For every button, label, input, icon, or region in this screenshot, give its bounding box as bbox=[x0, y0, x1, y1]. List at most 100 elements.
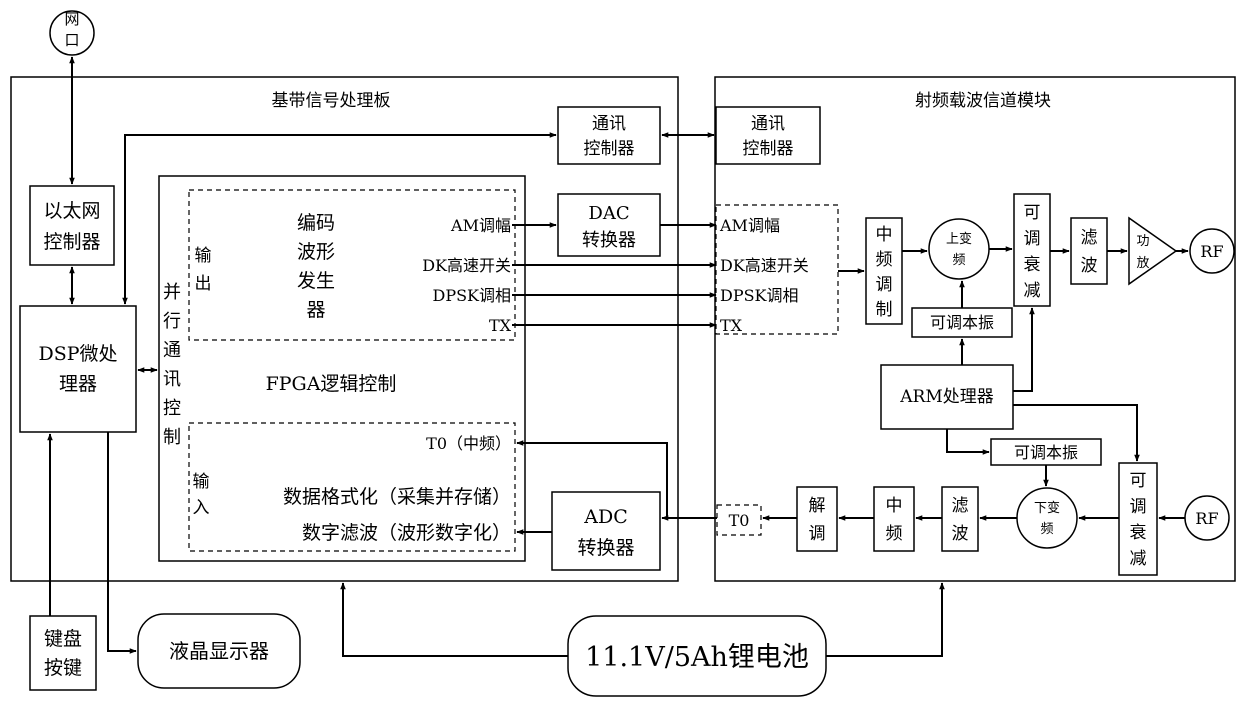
rf-signal-tx-label: TX bbox=[720, 316, 743, 335]
t0-rf-label: T0 bbox=[729, 511, 750, 530]
tunable-attenuator-rx: 可 调 衰 减 bbox=[1118, 462, 1158, 576]
power-amplifier: 功 放 bbox=[1128, 216, 1178, 286]
if-mod-char: 中 bbox=[876, 225, 893, 245]
if-modulation: 中 频 调 制 bbox=[865, 217, 903, 325]
t0-port-rf: T0 bbox=[716, 504, 762, 536]
comm-controller-baseband: 通讯 控制器 bbox=[557, 106, 661, 165]
if-receive: 中 频 bbox=[873, 486, 915, 552]
rf-signal-am-label: AM调幅 bbox=[719, 216, 780, 235]
upconverter-label-1: 上变 bbox=[946, 231, 972, 247]
rf-signal-dk-label: DK高速开关 bbox=[720, 256, 809, 275]
generator-label-line: 发生 bbox=[297, 270, 335, 292]
wire-arm-lorx bbox=[946, 429, 990, 455]
wire-battery-baseband bbox=[340, 582, 568, 657]
input-t0-label: T0（中频） bbox=[426, 434, 511, 453]
ethernet-controller-label-1: 以太网 bbox=[43, 200, 100, 222]
comm-controller-rf-label-2: 控制器 bbox=[743, 139, 794, 159]
filter-rx: 滤 波 bbox=[941, 486, 979, 552]
wire-dsp-lcd bbox=[107, 432, 137, 654]
generator-label-line: 波形 bbox=[297, 241, 335, 263]
parallel-comm-char: 通 bbox=[163, 340, 181, 361]
connections bbox=[47, 56, 1189, 657]
parallel-comm-char: 讯 bbox=[163, 369, 181, 390]
parallel-comm-char: 并 bbox=[163, 282, 181, 303]
ethernet-controller-label-2: 控制器 bbox=[43, 231, 100, 253]
fpga-title: FPGA逻辑控制 bbox=[266, 373, 397, 395]
filter-rx-char: 波 bbox=[952, 524, 969, 544]
keyboard-label-1: 键盘 bbox=[44, 628, 82, 650]
downconverter-label-1: 下变 bbox=[1034, 500, 1060, 516]
input-label-char: 输 bbox=[193, 472, 210, 492]
local-oscillator-rx: 可调本振 bbox=[990, 438, 1102, 466]
generator-label-line: 编码 bbox=[297, 212, 335, 234]
dac-converter: DAC 转换器 bbox=[557, 193, 661, 257]
net-port: 网 口 bbox=[49, 10, 95, 56]
input-label-char: 入 bbox=[193, 498, 210, 518]
comm-controller-rf: 通讯 控制器 bbox=[715, 106, 821, 165]
upconverter-label-2: 频 bbox=[952, 253, 965, 268]
adc-converter: ADC 转换器 bbox=[551, 491, 661, 571]
if-mod-char: 制 bbox=[876, 300, 893, 320]
baseband-board-title: 基带信号处理板 bbox=[272, 91, 391, 111]
if-mod-char: 调 bbox=[876, 275, 893, 295]
dsp-label-2: 理器 bbox=[59, 373, 97, 395]
generator-label-line: 器 bbox=[306, 299, 325, 321]
dsp-label-1: DSP微处 bbox=[38, 343, 117, 365]
rf-module-frame bbox=[714, 76, 1236, 582]
comm-controller-baseband-label-2: 控制器 bbox=[584, 139, 635, 159]
atten-rx-char: 调 bbox=[1130, 497, 1147, 517]
pa-label-1: 功 bbox=[1136, 234, 1149, 249]
filter-tx-char: 波 bbox=[1081, 256, 1098, 276]
wire-battery-rf bbox=[826, 582, 945, 657]
lcd-display: 液晶显示器 bbox=[137, 613, 301, 689]
filter-rx-char: 滤 bbox=[952, 496, 969, 516]
adc-label-1: ADC bbox=[583, 506, 628, 528]
demodulator: 解 调 bbox=[796, 486, 838, 552]
dac-label-1: DAC bbox=[588, 203, 629, 224]
wire-arm-atten-tx bbox=[1013, 307, 1035, 392]
rf-signal-dpsk-label: DPSK调相 bbox=[720, 286, 799, 305]
net-port-label-1: 网 bbox=[64, 10, 79, 28]
rf-input-label: RF bbox=[1195, 509, 1218, 528]
if-mod-char: 频 bbox=[876, 250, 893, 270]
arm-label: ARM处理器 bbox=[899, 387, 993, 407]
if-rx-char: 中 bbox=[886, 496, 903, 516]
input-filtering-label: 数字滤波（波形数字化） bbox=[302, 522, 511, 544]
upconverter: 上变 频 bbox=[928, 218, 990, 280]
output-label-char: 出 bbox=[195, 274, 212, 294]
parallel-comm-char: 控 bbox=[163, 398, 181, 419]
filter-tx: 滤 波 bbox=[1070, 217, 1108, 285]
input-formatting-label: 数据格式化（采集并存储） bbox=[283, 486, 511, 508]
signal-dpsk-label: DPSK调相 bbox=[432, 286, 511, 305]
demod-char: 调 bbox=[809, 524, 826, 544]
rf-output: RF bbox=[1189, 228, 1235, 274]
baseband-board-frame bbox=[10, 76, 679, 582]
parallel-comm-char: 制 bbox=[163, 427, 181, 448]
wire-arm-atten-rx bbox=[1013, 404, 1140, 462]
rf-module-title: 射频载波信道模块 bbox=[915, 91, 1051, 111]
wire-comm-dsp bbox=[122, 132, 557, 305]
atten-rx-char: 可 bbox=[1130, 471, 1147, 491]
rf-input: RF bbox=[1184, 495, 1230, 541]
keyboard-label-2: 按键 bbox=[44, 657, 82, 679]
demod-char: 解 bbox=[809, 496, 826, 516]
parallel-comm-char: 行 bbox=[163, 311, 181, 332]
battery: 11.1V/5Ah锂电池 bbox=[567, 615, 827, 697]
lcd-label: 液晶显示器 bbox=[169, 639, 269, 663]
rf-output-label: RF bbox=[1200, 242, 1223, 261]
atten-rx-char: 减 bbox=[1130, 549, 1147, 569]
filter-tx-char: 滤 bbox=[1081, 228, 1098, 248]
pa-label-2: 放 bbox=[1136, 256, 1149, 271]
if-rx-char: 频 bbox=[886, 524, 903, 544]
battery-label: 11.1V/5Ah锂电池 bbox=[585, 642, 809, 673]
atten-tx-char: 减 bbox=[1024, 281, 1041, 301]
downconverter-label-2: 频 bbox=[1040, 522, 1053, 537]
comm-controller-baseband-label-1: 通讯 bbox=[592, 114, 626, 134]
keyboard-keys: 键盘 按键 bbox=[29, 615, 97, 691]
atten-rx-char: 衰 bbox=[1130, 523, 1147, 543]
local-oscillator-tx: 可调本振 bbox=[911, 307, 1013, 338]
tunable-attenuator-tx: 可 调 衰 减 bbox=[1013, 193, 1051, 307]
dsp-processor: DSP微处 理器 bbox=[19, 305, 137, 433]
atten-tx-char: 调 bbox=[1024, 229, 1041, 249]
